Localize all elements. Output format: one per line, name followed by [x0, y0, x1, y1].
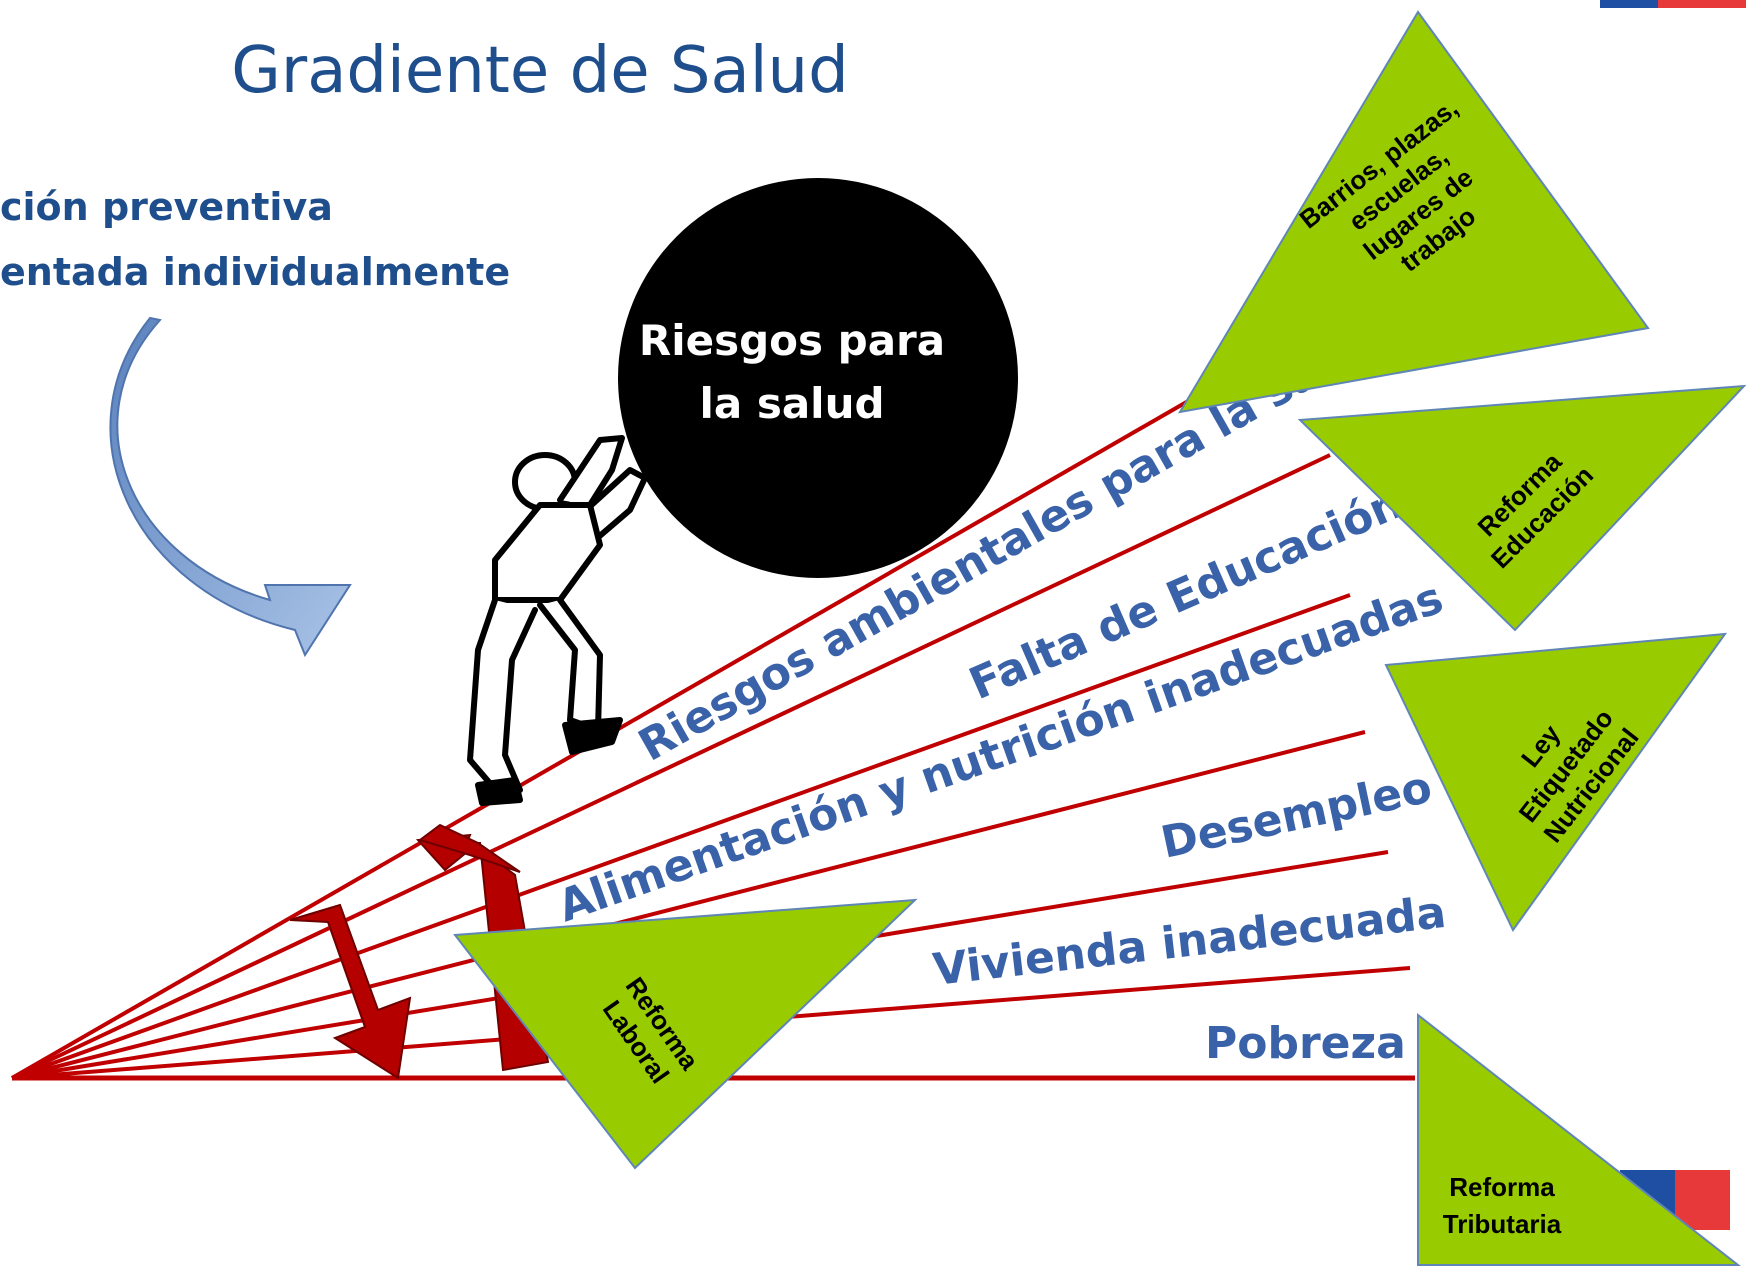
page-title: Gradiente de Salud: [231, 34, 848, 108]
triangle-tributaria-line-2: Tributaria: [1443, 1209, 1562, 1239]
triangle-tributaria-line-1: Reforma: [1449, 1172, 1555, 1202]
flag-decoration-top: [1600, 0, 1746, 8]
ball-label-line-1: Riesgos para: [639, 316, 945, 365]
triangle-barrios: Barrios, plazas, escuelas, lugares de tr…: [1178, 10, 1650, 414]
triangle-reforma-tributaria: Reforma Tributaria: [1417, 1012, 1741, 1266]
ray-line-2: [11, 453, 1331, 1080]
intro-line-1: ción preventiva: [0, 185, 333, 229]
intro-line-2: entada individualmente: [0, 250, 510, 294]
ray-line-4: [11, 730, 1366, 1080]
curved-arrow-icon: [109, 316, 352, 658]
triangle-reforma-laboral: Reforma Laboral: [453, 898, 918, 1170]
ray-label-vivienda: Vivienda inadecuada: [930, 887, 1448, 996]
health-risks-ball: [618, 178, 1018, 578]
ray-label-desempleo: Desempleo: [1157, 762, 1437, 869]
triangle-reforma-educacion: Reforma Educación: [1297, 384, 1746, 632]
triangle-ley-etiquetado: Ley Etiquetado Nutricional: [1384, 632, 1728, 932]
down-arrow-icon: [289, 903, 412, 1080]
ray-line-3: [11, 593, 1351, 1080]
ball-label-line-2: la salud: [699, 379, 884, 428]
ray-label-pobreza: Pobreza: [1205, 1018, 1406, 1069]
person-pushing-figure: [467, 435, 648, 806]
